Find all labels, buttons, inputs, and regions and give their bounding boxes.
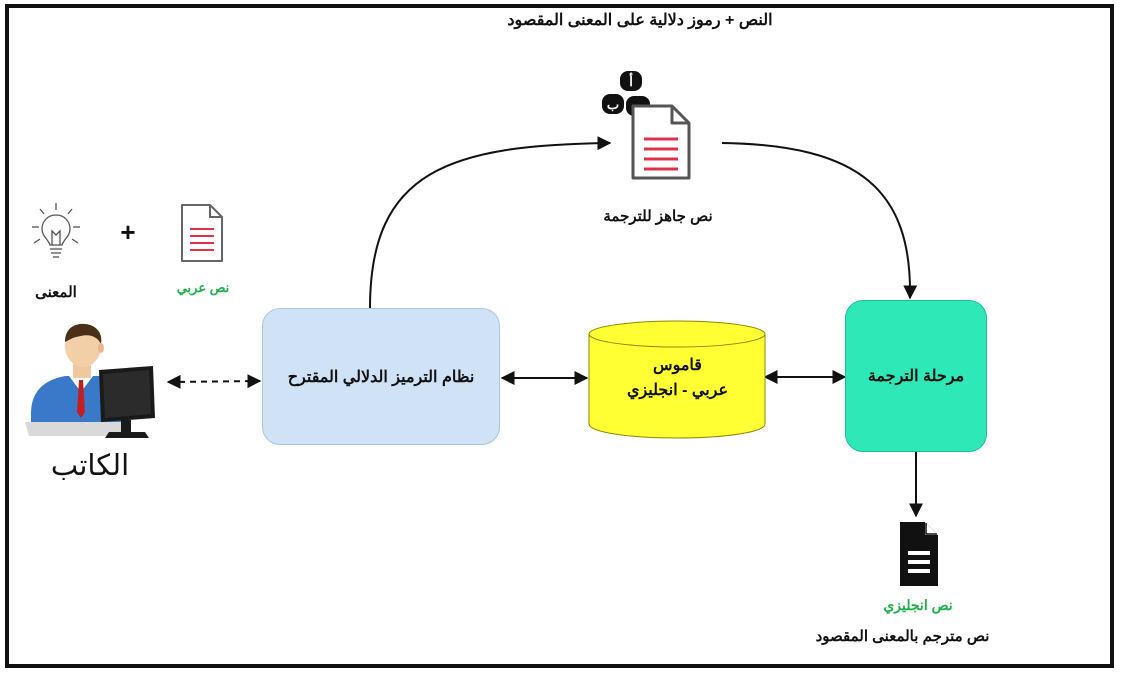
- arabic-text-label: نص عربي: [176, 280, 230, 295]
- arrow-document-to-translation: [721, 142, 918, 300]
- svg-text:أ: أ: [629, 73, 633, 89]
- arabic-document-icon: [181, 204, 223, 262]
- plus-sign: +: [120, 217, 136, 247]
- svg-text:ب: ب: [607, 97, 619, 112]
- semantic-encoding-system-label: نظام الترميز الدلالي المقترح: [287, 368, 475, 386]
- light-bulb-icon: [32, 203, 80, 258]
- dashed-arrow-writer-system: [166, 374, 262, 389]
- dictionary-database-icon: [588, 320, 766, 439]
- dictionary-label-title: قاموس: [653, 357, 702, 374]
- translation-stage-label: مرحلة الترجمة: [867, 368, 965, 385]
- writer-label: الكاتب: [50, 450, 130, 482]
- ready-document-label: نص جاهز للترجمة: [603, 208, 713, 225]
- english-document-icon: [900, 522, 938, 586]
- dictionary-label-languages: عربي - انجليزي: [626, 382, 729, 399]
- meaning-label: المعنى: [35, 284, 77, 301]
- arrow-system-to-document: [369, 136, 612, 309]
- semantic-encoding-system-box: نظام الترميز الدلالي المقترح: [262, 308, 500, 445]
- translation-stage-box: مرحلة الترجمة: [845, 300, 987, 452]
- writer-at-computer-icon: [25, 323, 155, 438]
- output-label: نص مترجم بالمعنى المقصود: [815, 628, 990, 645]
- ready-document-icon: [631, 104, 691, 180]
- english-text-label: نص انجليزي: [883, 597, 953, 613]
- diagram-title: النص + رموز دلالية على المعنى المقصود: [507, 12, 773, 29]
